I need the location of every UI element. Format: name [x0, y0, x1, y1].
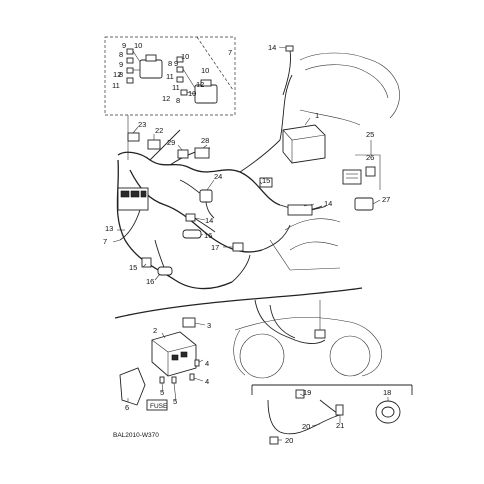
leader-lines: [112, 46, 389, 441]
connector-14-mid: [185, 213, 196, 222]
bracket-25: [355, 154, 381, 190]
callout-3: 3: [207, 321, 211, 330]
screws-5: [159, 376, 177, 384]
callout-20: 20: [285, 436, 293, 445]
connector-16-mid: [182, 229, 202, 239]
callout-2: 2: [153, 326, 157, 335]
callout-8: 8: [119, 50, 123, 59]
connector-16-bottom: [157, 266, 173, 276]
callout-15: 15: [262, 176, 270, 185]
relay-inset: [104, 36, 236, 116]
callout-16: 16: [204, 231, 212, 240]
fuse-label-plate: FUSE: [146, 399, 168, 411]
connector-pins-left: [126, 48, 134, 84]
section-divider: [114, 287, 363, 319]
callout-10: 10: [188, 89, 196, 98]
callout-1: 1: [315, 111, 319, 120]
screws-4: [189, 359, 200, 381]
callout-14: 14: [268, 43, 276, 52]
relay-26-small: [365, 166, 376, 177]
bracket-6: [119, 367, 146, 406]
svg-text:FUSE: FUSE: [150, 403, 168, 410]
connector-22: [147, 139, 161, 150]
horn: [375, 400, 401, 424]
callout-25: 25: [366, 130, 374, 139]
relay-a: [139, 54, 163, 79]
battery: [282, 124, 326, 164]
callout-17: 17: [211, 243, 219, 252]
callout-11: 11: [112, 81, 120, 90]
callout-8: 8: [119, 70, 123, 79]
callout-10: 10: [201, 66, 209, 75]
connector-15-top: [259, 177, 273, 188]
frame-outline: [269, 52, 400, 271]
main-harness: [116, 74, 323, 290]
callout-10: 10: [181, 52, 189, 61]
callout-11: 11: [172, 83, 180, 92]
callout-12: 12: [196, 80, 204, 89]
connector-15-bottom: [141, 257, 152, 268]
callout-27: 27: [382, 195, 390, 204]
callout-9: 9: [174, 59, 178, 68]
callout-13: 13: [105, 224, 113, 233]
callout-23: 23: [138, 120, 146, 129]
relay-b: [194, 79, 218, 104]
callout-22: 22: [155, 126, 163, 135]
connector-17: [232, 242, 244, 252]
component-27: [354, 197, 374, 211]
cable-14-top: [282, 45, 294, 96]
callout-24: 24: [214, 172, 222, 181]
callout-8: 8: [176, 96, 180, 105]
callout-6: 6: [125, 403, 129, 412]
starter-relay: [287, 204, 327, 216]
callout-12: 12: [113, 70, 121, 79]
connector-23: [127, 132, 140, 142]
callout-8: 8: [168, 59, 172, 68]
diagram-code: BAL2010-W370: [113, 432, 159, 439]
callout-14: 14: [324, 199, 332, 208]
callout-9: 9: [119, 60, 123, 69]
callout-26: 26: [366, 153, 374, 162]
callout-5: 5: [160, 388, 164, 397]
callout-5: 5: [173, 397, 177, 406]
callout-4: 4: [205, 377, 209, 386]
callout-10: 10: [134, 41, 142, 50]
callout-20: 20: [302, 422, 310, 431]
callout-12: 12: [162, 94, 170, 103]
motorcycle-outline: [233, 299, 382, 379]
callout-7: 7: [103, 237, 107, 246]
callout-labels: 9 10 8 9 12 8 11 10 8 9 10 11 12 11 10 1…: [103, 41, 391, 445]
callout-4: 4: [205, 359, 209, 368]
callout-29: 29: [167, 138, 175, 147]
callout-21: 21: [336, 421, 344, 430]
callout-15: 15: [129, 263, 137, 272]
connector-28: [194, 147, 210, 159]
fuse-box: [117, 187, 149, 211]
callout-19: 19: [303, 388, 311, 397]
callout-28: 28: [201, 136, 209, 145]
rectifier-26: [342, 169, 362, 185]
callout-14: 14: [205, 216, 213, 225]
callout-7: 7: [228, 48, 232, 57]
connector-29: [177, 149, 189, 159]
callout-16: 16: [146, 277, 154, 286]
callout-11: 11: [166, 72, 174, 81]
callout-9: 9: [122, 41, 126, 50]
ecu-assembly: [151, 331, 197, 377]
callout-18: 18: [383, 388, 391, 397]
sensor-24: [199, 189, 215, 219]
connector-3: [182, 317, 196, 328]
